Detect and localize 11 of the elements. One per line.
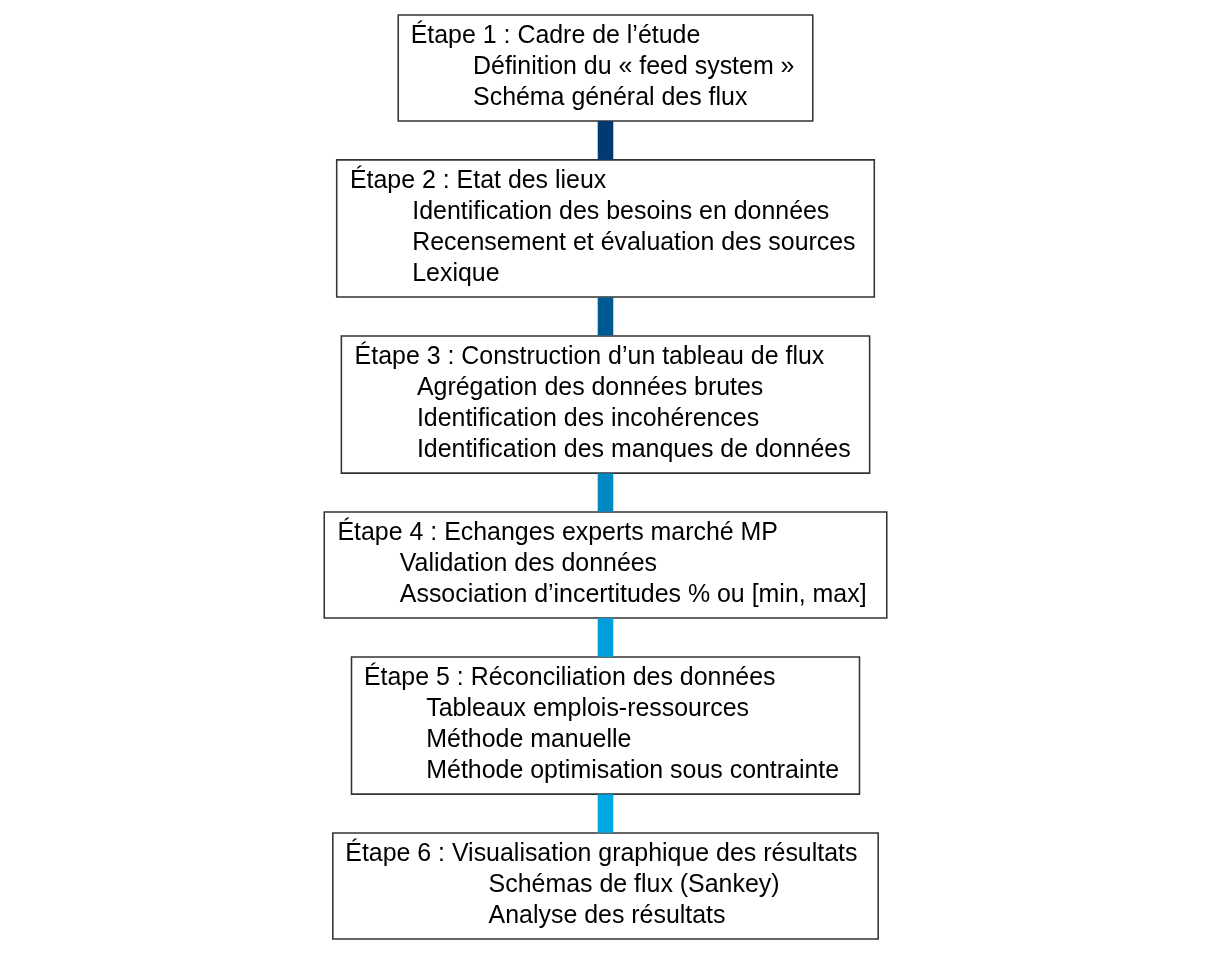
node-box: Étape 3 : Construction d’un tableau de flux Agrégation des données brutes Identification des incohérences Identification des manques de données <box>340 335 871 474</box>
node-box: Étape 4 : Echanges experts marché MP Validation des données Association d’incertitudes % ou [min, max] <box>323 511 888 619</box>
node-box: Étape 2 : Etat des lieux Identification des besoins en données Recensement et évaluation des sources Lexique <box>335 159 876 298</box>
connector <box>597 794 614 833</box>
connector <box>597 473 614 512</box>
node-box: Étape 6 : Visualisation graphique des résultats Schémas de flux (Sankey) Analyse des résultats <box>332 832 879 940</box>
connector <box>597 297 614 336</box>
connector <box>597 618 614 657</box>
connector <box>597 121 614 160</box>
node-box: Étape 1 : Cadre de l’étude Définition du « feed system » Schéma général des flux <box>397 14 814 122</box>
node-box: Étape 5 : Réconciliation des données Tableaux emplois-ressources Méthode manuelle Méthode optimisation sous contrainte <box>350 656 861 795</box>
